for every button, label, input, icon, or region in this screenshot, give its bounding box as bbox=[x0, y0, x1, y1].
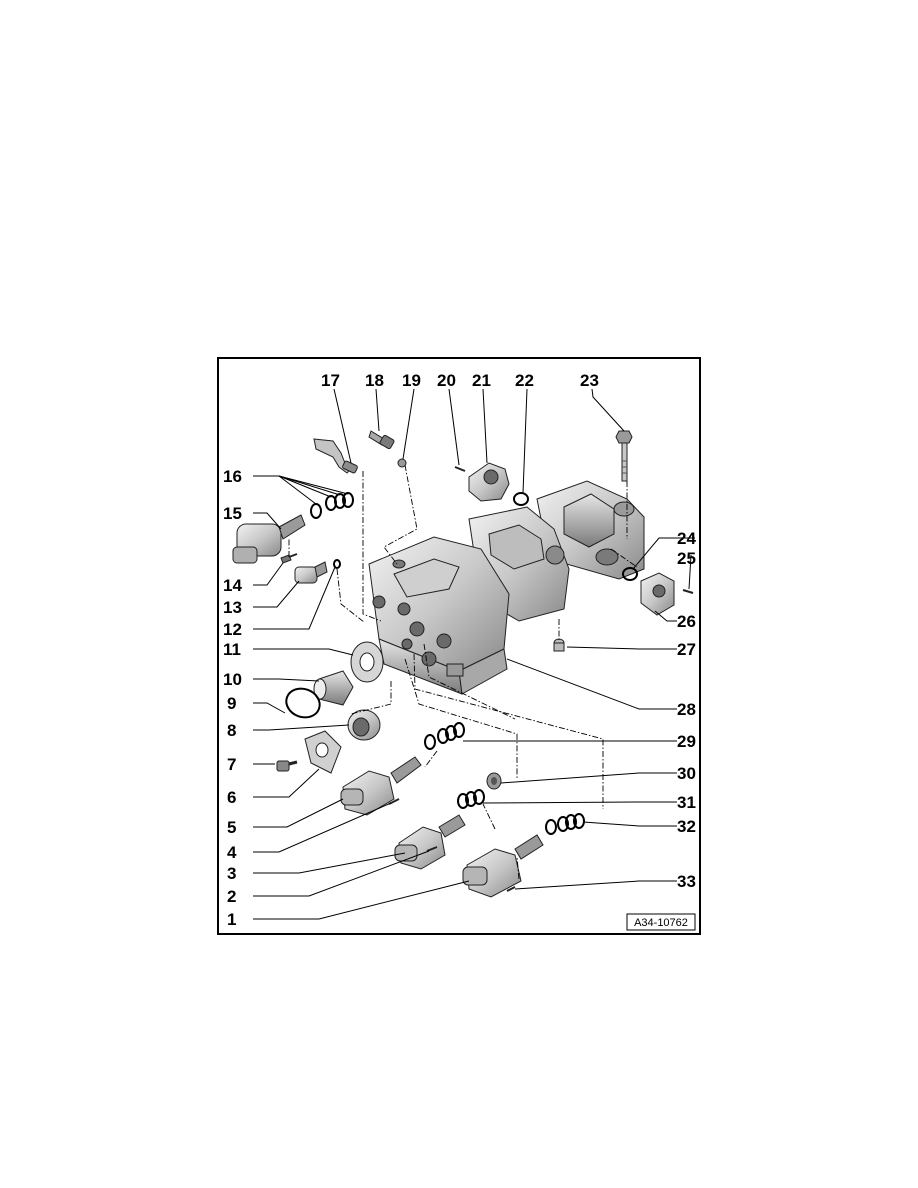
callout-2: 2 bbox=[227, 887, 236, 906]
callout-8: 8 bbox=[227, 721, 236, 740]
callout-3: 3 bbox=[227, 864, 236, 883]
callout-25: 25 bbox=[677, 549, 696, 568]
callout-20: 20 bbox=[437, 371, 456, 390]
exploded-diagram: 17 18 19 20 21 22 23 16 15 14 13 12 11 1… bbox=[223, 371, 696, 931]
right-parts bbox=[553, 567, 694, 652]
callout-31: 31 bbox=[677, 793, 696, 812]
callout-11: 11 bbox=[223, 640, 241, 659]
callout-labels: 17 18 19 20 21 22 23 16 15 14 13 12 11 1… bbox=[223, 371, 696, 929]
screw-14 bbox=[280, 553, 298, 564]
callout-13: 13 bbox=[223, 598, 242, 617]
callout-28: 28 bbox=[677, 700, 696, 719]
upper-parts bbox=[313, 430, 633, 506]
reference-code-box: A34-10762 bbox=[626, 913, 696, 931]
callout-24: 24 bbox=[677, 529, 696, 548]
leader-lines bbox=[253, 388, 695, 920]
reference-code: A34-10762 bbox=[634, 917, 688, 929]
valve-body bbox=[368, 480, 645, 695]
lower-solenoids bbox=[340, 722, 585, 898]
callout-17: 17 bbox=[321, 371, 340, 390]
callout-30: 30 bbox=[677, 764, 696, 783]
sensor-13 bbox=[294, 559, 341, 584]
callout-16: 16 bbox=[223, 467, 242, 486]
callout-9: 9 bbox=[227, 694, 236, 713]
callout-15: 15 bbox=[223, 504, 242, 523]
callout-26: 26 bbox=[677, 612, 696, 631]
callout-23: 23 bbox=[580, 371, 599, 390]
callout-32: 32 bbox=[677, 817, 696, 836]
assembly-axes bbox=[288, 464, 638, 880]
callout-5: 5 bbox=[227, 818, 236, 837]
callout-6: 6 bbox=[227, 788, 236, 807]
callout-27: 27 bbox=[677, 640, 696, 659]
callout-19: 19 bbox=[402, 371, 421, 390]
callout-1: 1 bbox=[227, 910, 236, 929]
callout-29: 29 bbox=[677, 732, 696, 751]
callout-4: 4 bbox=[227, 843, 237, 862]
callout-14: 14 bbox=[223, 576, 242, 595]
callout-12: 12 bbox=[223, 620, 242, 639]
callout-7: 7 bbox=[227, 755, 236, 774]
callout-21: 21 bbox=[472, 371, 491, 390]
callout-18: 18 bbox=[365, 371, 384, 390]
callout-33: 33 bbox=[677, 872, 696, 891]
callout-22: 22 bbox=[515, 371, 534, 390]
exploded-diagram-frame: 17 18 19 20 21 22 23 16 15 14 13 12 11 1… bbox=[217, 357, 701, 935]
solenoid-15 bbox=[232, 492, 354, 564]
lower-left-parts bbox=[276, 641, 384, 774]
callout-10: 10 bbox=[223, 670, 242, 689]
